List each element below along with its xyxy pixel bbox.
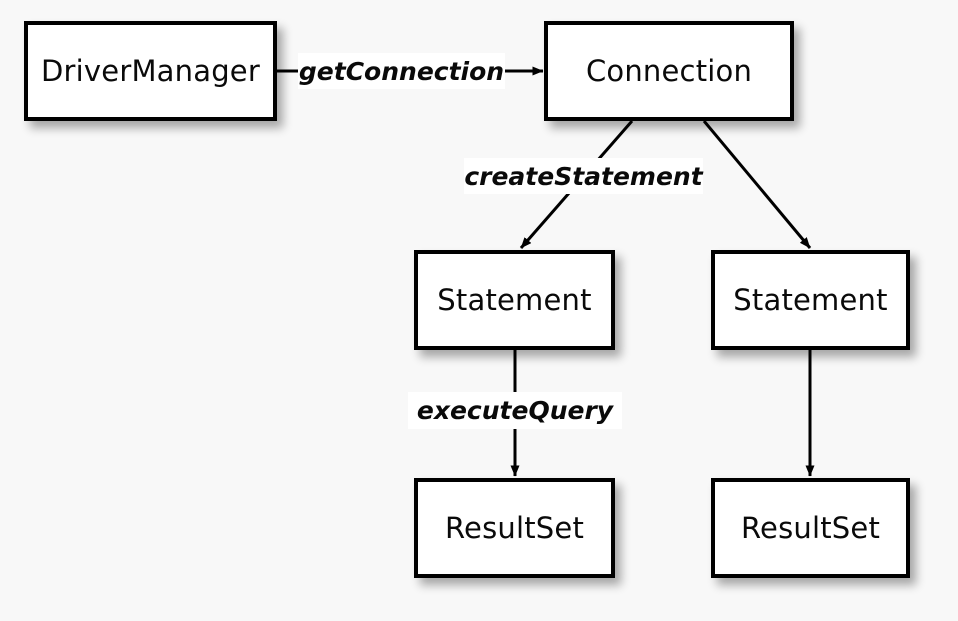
node-label-driver-manager: DriverManager xyxy=(41,53,260,88)
edge-label-execute-query: executeQuery xyxy=(408,392,622,429)
edge-label-create-statement: createStatement xyxy=(464,158,703,194)
edge-create-statement-right xyxy=(702,120,812,249)
edge-label-text-execute-query: executeQuery xyxy=(416,396,614,425)
node-connection[interactable]: Connection xyxy=(544,21,794,121)
edge-label-text-get-connection: getConnection xyxy=(298,56,505,86)
node-statement-right[interactable]: Statement xyxy=(711,250,910,350)
node-driver-manager[interactable]: DriverManager xyxy=(24,21,277,121)
edge-label-get-connection: getConnection xyxy=(298,53,505,89)
node-statement-left[interactable]: Statement xyxy=(414,250,615,350)
node-label-statement-left: Statement xyxy=(437,282,592,317)
edge-label-text-create-statement: createStatement xyxy=(464,161,703,191)
node-resultset-left[interactable]: ResultSet xyxy=(414,478,615,578)
node-label-resultset-left: ResultSet xyxy=(444,510,585,545)
node-label-resultset-right: ResultSet xyxy=(740,510,881,545)
node-label-connection: Connection xyxy=(585,53,753,88)
node-resultset-right[interactable]: ResultSet xyxy=(711,478,910,578)
node-label-statement-right: Statement xyxy=(733,282,888,317)
